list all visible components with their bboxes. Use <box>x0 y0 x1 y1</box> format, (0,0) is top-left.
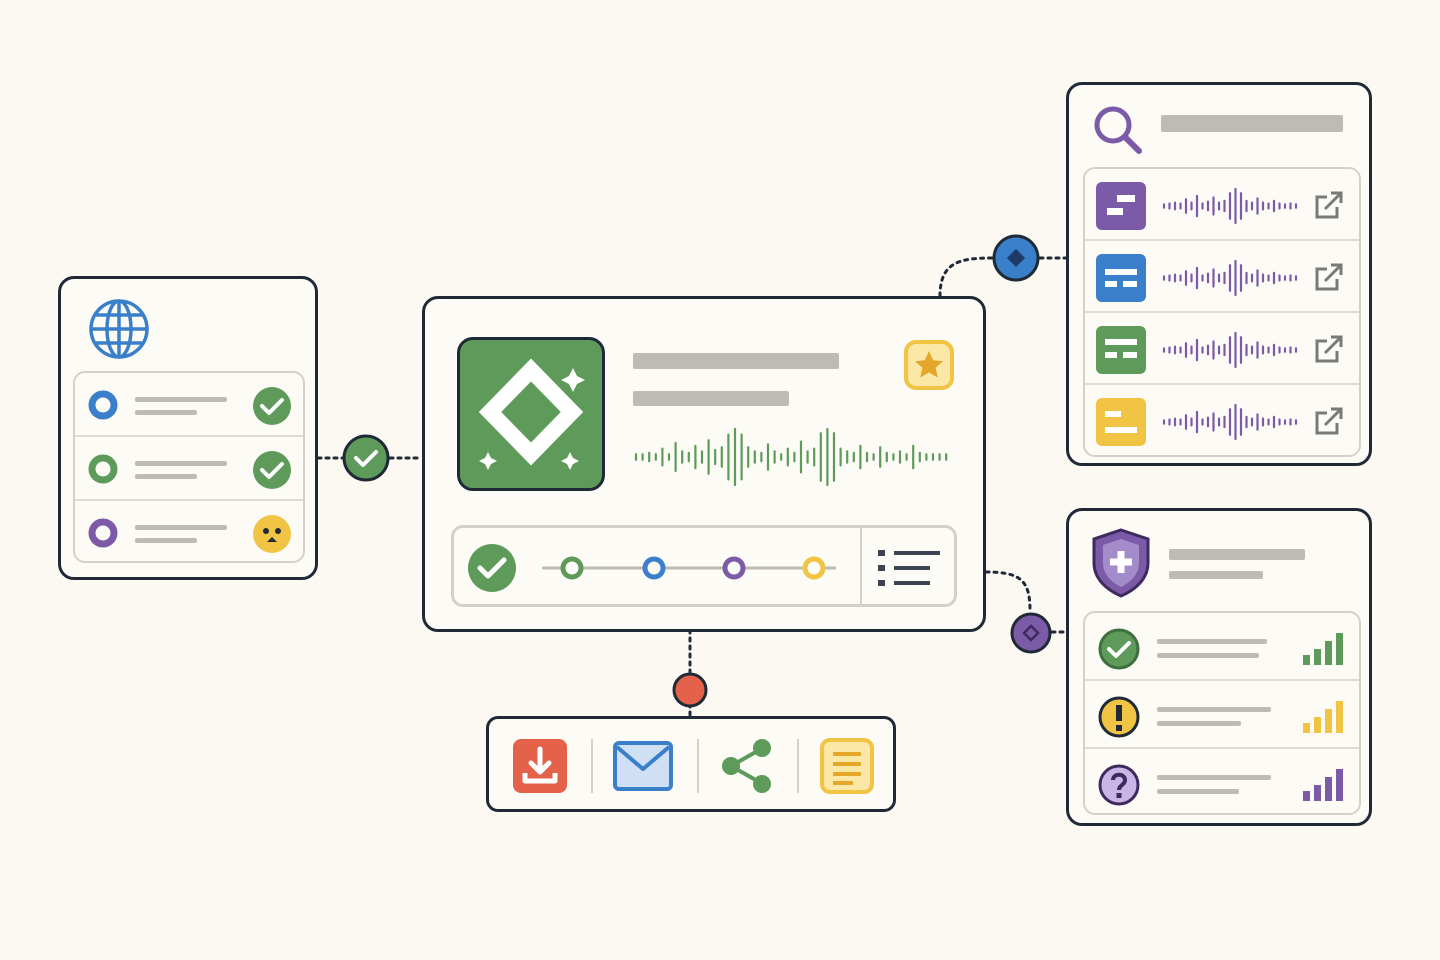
signal-bar <box>1336 633 1343 665</box>
magnifier-icon[interactable] <box>1091 103 1145 157</box>
check-node[interactable] <box>342 434 390 482</box>
notes-icon[interactable] <box>819 737 875 795</box>
step-yellow <box>802 556 826 580</box>
blue-node[interactable] <box>992 234 1040 282</box>
list-icon[interactable] <box>878 548 942 588</box>
progress-steps <box>542 556 836 580</box>
list-item[interactable] <box>1085 169 1359 241</box>
wire-top-right <box>938 256 994 298</box>
mail-icon[interactable] <box>613 739 673 793</box>
signal-bar <box>1325 641 1332 665</box>
subtitle-placeholder <box>633 391 789 406</box>
waveform <box>634 427 948 487</box>
step-green <box>560 556 584 580</box>
star-badge-icon[interactable] <box>903 339 955 391</box>
search-input[interactable] <box>1161 115 1343 132</box>
left-panel <box>58 276 318 580</box>
search-panel <box>1066 82 1372 466</box>
purple-ring-marker <box>88 518 118 548</box>
list-item[interactable] <box>1085 241 1359 313</box>
external-link-icon[interactable] <box>1313 263 1345 293</box>
diamond-sparkle-app-icon[interactable] <box>457 337 605 491</box>
center-card <box>422 296 986 632</box>
purple-node[interactable] <box>1010 612 1052 654</box>
shield-plus-icon <box>1092 528 1150 598</box>
progress-bar <box>451 525 957 607</box>
list-item[interactable] <box>1085 681 1359 749</box>
blue-ring-marker <box>88 390 118 420</box>
signal-bar <box>1325 709 1332 733</box>
security-list <box>1083 611 1361 815</box>
download-icon[interactable] <box>511 737 569 795</box>
title-placeholder <box>633 353 839 369</box>
question-circle-icon <box>1098 764 1140 806</box>
signal-bar <box>1314 717 1321 733</box>
share-icon[interactable] <box>719 737 775 795</box>
exclamation-circle-icon <box>1098 696 1140 738</box>
signal-bars-icon <box>1303 701 1343 733</box>
list-item[interactable] <box>1085 749 1359 813</box>
external-link-icon[interactable] <box>1313 335 1345 365</box>
list-item[interactable] <box>1085 385 1359 455</box>
external-link-icon[interactable] <box>1313 407 1345 437</box>
globe-icon <box>89 299 149 359</box>
check-circle-icon <box>468 544 516 592</box>
green-card-icon <box>1096 326 1146 374</box>
signal-bars-icon <box>1303 633 1343 665</box>
waveform <box>1162 331 1298 369</box>
step-blue <box>642 556 666 580</box>
list-item[interactable] <box>75 437 303 501</box>
step-purple <box>722 556 746 580</box>
warning-face-icon <box>253 515 291 553</box>
security-panel <box>1066 508 1372 826</box>
signal-bars-icon <box>1303 769 1343 801</box>
signal-bar <box>1336 769 1343 801</box>
waveform <box>1162 403 1298 441</box>
signal-bar <box>1336 701 1343 733</box>
list-item[interactable] <box>75 373 303 437</box>
signal-bar <box>1325 777 1332 801</box>
yellow-card-icon <box>1096 398 1146 446</box>
list-item[interactable] <box>1085 613 1359 681</box>
green-ring-marker <box>88 454 118 484</box>
check-circle-icon <box>253 451 291 489</box>
red-node[interactable] <box>672 672 708 708</box>
list-item[interactable] <box>1085 313 1359 385</box>
check-circle-icon <box>253 387 291 425</box>
signal-bar <box>1314 649 1321 665</box>
signal-bar <box>1314 785 1321 801</box>
list-item[interactable] <box>75 501 303 561</box>
action-bar <box>486 716 896 812</box>
check-circle-icon <box>1098 628 1140 670</box>
blue-card-icon <box>1096 254 1146 302</box>
left-list <box>73 371 305 563</box>
signal-bar <box>1303 655 1310 665</box>
signal-bar <box>1303 723 1310 733</box>
search-results <box>1083 167 1361 457</box>
waveform <box>1162 187 1298 225</box>
purple-card-icon <box>1096 182 1146 230</box>
external-link-icon[interactable] <box>1313 191 1345 221</box>
title-placeholder <box>1169 549 1305 560</box>
signal-bar <box>1303 791 1310 801</box>
waveform <box>1162 259 1298 297</box>
wire-bottom-right <box>984 570 1032 612</box>
subtitle-placeholder <box>1169 571 1263 579</box>
